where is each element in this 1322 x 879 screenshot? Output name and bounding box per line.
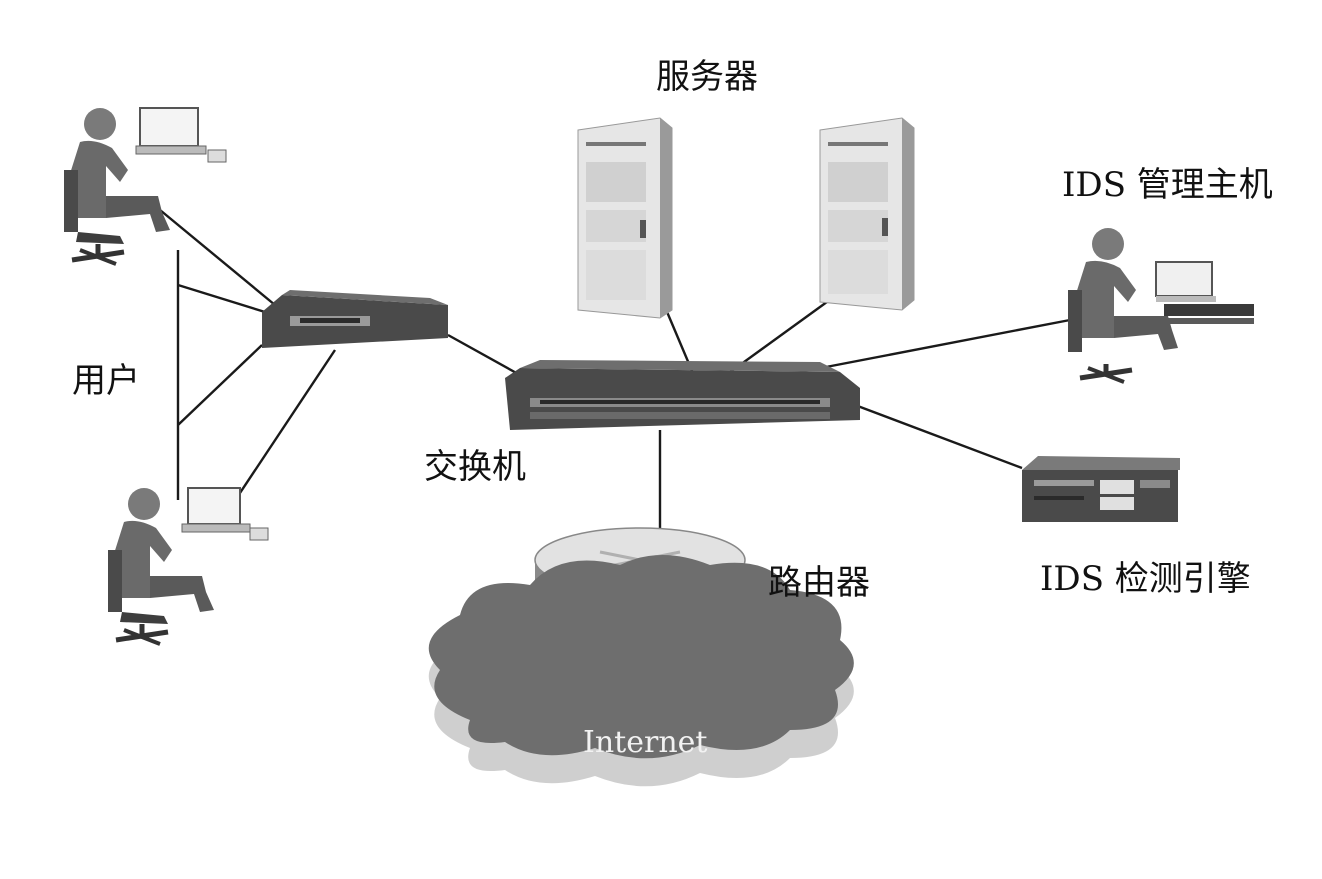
link-bus-hub-bottom bbox=[177, 344, 263, 426]
internet-label: Internet bbox=[583, 725, 707, 760]
user-workstation-icon bbox=[108, 487, 269, 646]
link-switch-idsmgr bbox=[799, 318, 1071, 374]
link-user1-hub bbox=[159, 209, 276, 306]
ids-manager-workstation-icon bbox=[1068, 228, 1254, 384]
network-hub-icon bbox=[262, 290, 448, 348]
link-switch-idsengine bbox=[854, 403, 1023, 470]
server-tower-icon bbox=[819, 117, 915, 311]
users-label: 用户 bbox=[72, 361, 140, 401]
switch-label: 交换机 bbox=[424, 447, 526, 487]
ids-manager-label: IDS 管理主机 bbox=[1062, 165, 1273, 205]
router-label: 路由器 bbox=[768, 563, 870, 603]
link-bus-hub-top bbox=[177, 283, 266, 314]
servers-label: 服务器 bbox=[656, 57, 758, 97]
user-workstation-icon bbox=[64, 107, 227, 266]
internet-cloud-icon bbox=[428, 555, 854, 787]
ids-engine-label: IDS 检测引擎 bbox=[1040, 559, 1251, 599]
link-hub-switch bbox=[447, 333, 521, 377]
network-switch-icon bbox=[505, 360, 860, 430]
server-tower-icon bbox=[577, 117, 673, 319]
ids-engine-icon bbox=[1022, 456, 1180, 522]
